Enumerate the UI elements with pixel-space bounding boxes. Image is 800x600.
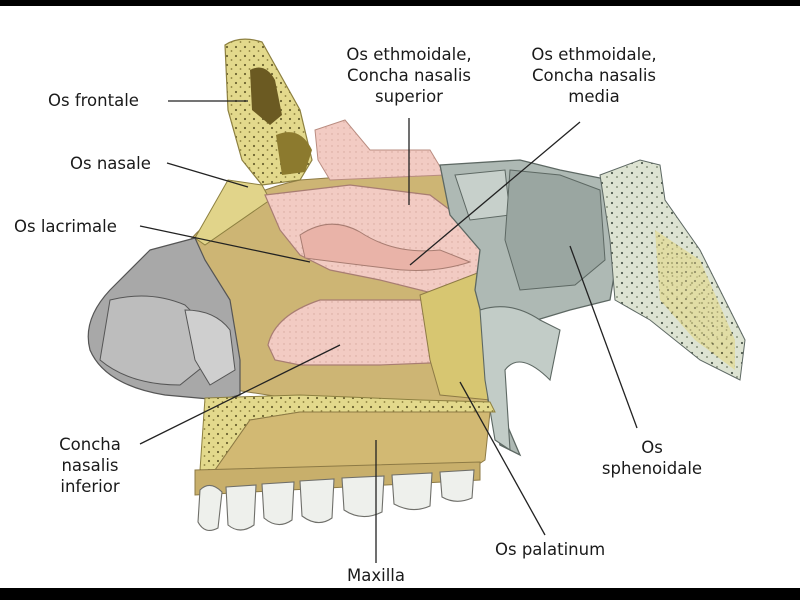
tooth-molar-3 (439, 469, 475, 502)
label-concha-inferior: Concha nasalis inferior (50, 434, 130, 497)
label-os-palatinum: Os palatinum (495, 540, 606, 559)
alar-cartilage (99, 295, 206, 386)
label-ethmoid-superior: Os ethmoidale, Concha nasalis superior (333, 44, 485, 107)
leader-concha-inferior (139, 344, 341, 445)
label-ethmoid-media-line2: Concha nasalis (532, 66, 656, 85)
label-ethmoid-media-line3: media (568, 87, 620, 106)
label-os-sphenoidale-line1: Os (641, 438, 663, 457)
label-os-lacrimale: Os lacrimale (14, 217, 117, 236)
label-concha-inferior-line3: inferior (60, 477, 120, 496)
label-os-sphenoidale-line2: sphenoidale (601, 459, 703, 478)
tooth-molar-2 (391, 472, 433, 511)
tooth-premolar-1 (261, 481, 295, 526)
tooth-canine (225, 484, 257, 531)
tooth-premolar-2 (299, 478, 335, 524)
concha-superior-fold (299, 223, 472, 271)
leader-os-sphenoidale (569, 245, 638, 429)
ethmoid-upper-region (314, 119, 446, 181)
label-concha-inferior-line2: nasalis (61, 456, 119, 475)
label-ethmoid-media: Os ethmoidale, Concha nasalis media (516, 44, 672, 107)
label-ethmoid-superior-line2: Concha nasalis (347, 66, 471, 85)
label-maxilla: Maxilla (347, 566, 405, 585)
top-frame-bar (0, 0, 800, 6)
sphenoid-clivus (655, 230, 735, 370)
teeth-row (197, 469, 475, 531)
alar-cartilage-inner (184, 309, 236, 386)
label-ethmoid-media-line1: Os ethmoidale, (531, 45, 657, 64)
label-ethmoid-superior-line1: Os ethmoidale, (346, 45, 472, 64)
leader-os-palatinum (459, 381, 546, 536)
frontal-sinus (250, 67, 282, 125)
label-concha-inferior-line1: Concha (59, 435, 121, 454)
frontal-sinus-lower (276, 132, 312, 175)
leader-os-lacrimale (139, 225, 311, 263)
label-os-sphenoidale: Os sphenoidale (592, 437, 712, 479)
leader-ethmoid-media (409, 121, 581, 266)
leader-os-nasale (166, 162, 249, 188)
leader-lines (139, 100, 638, 563)
tooth-molar-1 (341, 475, 385, 518)
os-nasale-shape (194, 179, 271, 246)
sphenoid-sinus-2 (504, 169, 606, 291)
label-os-nasale: Os nasale (70, 154, 151, 173)
bottom-frame-bar (0, 588, 800, 600)
pterygoid-process (479, 306, 561, 452)
label-os-frontale: Os frontale (48, 91, 139, 110)
label-ethmoid-superior-line3: superior (375, 87, 443, 106)
tooth-incisor (197, 484, 223, 531)
